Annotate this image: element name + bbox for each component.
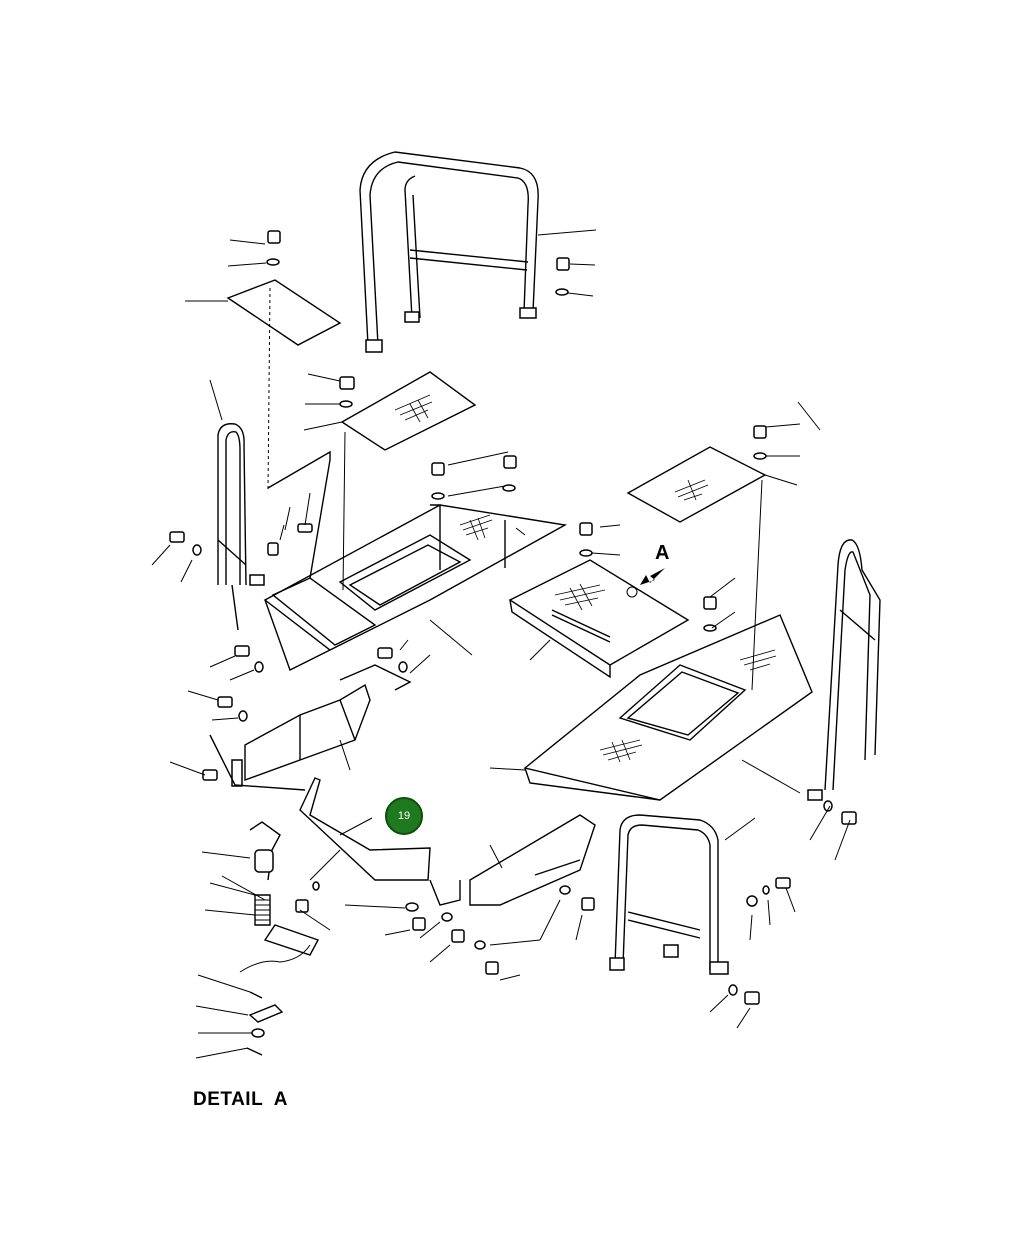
- view-marker-a: A: [655, 542, 670, 564]
- upper-rollbar: [359, 151, 539, 353]
- arrow-icon: [640, 568, 665, 585]
- fasteners: [169, 230, 857, 1005]
- right-side-rail: [807, 539, 881, 801]
- access-plate-top-left: [226, 279, 342, 491]
- left-side-rail: [217, 423, 265, 631]
- lower-right-frame: [609, 814, 729, 975]
- floor-platform-right: [523, 614, 813, 801]
- left-support-bracket: [209, 664, 412, 791]
- callout-hotspot[interactable]: 19: [385, 797, 423, 835]
- leader-lines: [151, 229, 851, 1059]
- floor-plate-center: [508, 559, 690, 679]
- vented-plate-right: [626, 446, 767, 691]
- detail-title: DETAIL A: [193, 1089, 288, 1110]
- floor-platform-left: [263, 450, 568, 671]
- vented-plate-center: [340, 371, 477, 591]
- detail-a-parts: [239, 821, 320, 1056]
- lower-center-bracket: [299, 777, 596, 906]
